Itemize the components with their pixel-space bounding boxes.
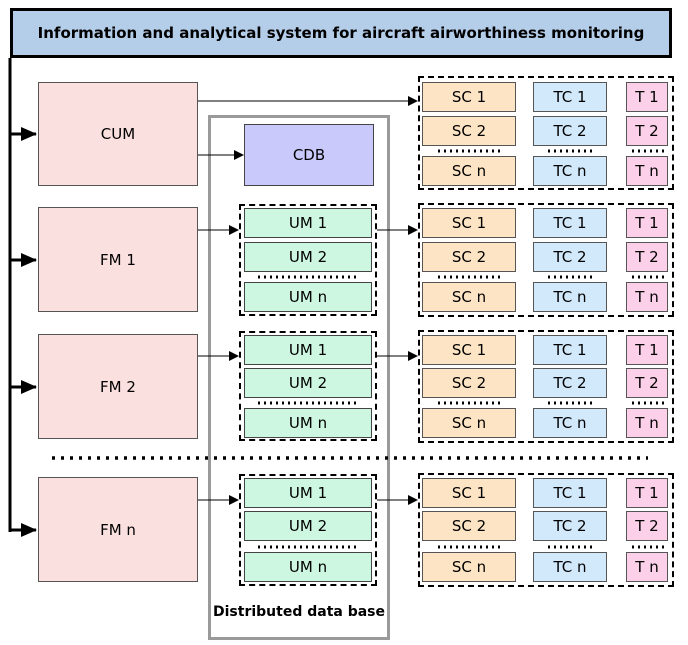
tc2-box: TC 2 <box>533 511 607 541</box>
scn-box: SC n <box>422 156 516 186</box>
t2-box: T 2 <box>626 116 668 146</box>
t1-box: T 1 <box>626 478 668 508</box>
distributed-database-label: Distributed data base <box>213 604 385 620</box>
um-group-fmn <box>239 474 377 586</box>
sc2-box: SC 2 <box>422 116 516 146</box>
ellipsis-dots <box>258 149 664 549</box>
um2-box: UM 2 <box>244 511 372 541</box>
scn-box: SC n <box>422 282 516 312</box>
tc1-box: TC 1 <box>533 335 607 365</box>
sc1-box: SC 1 <box>422 478 516 508</box>
sc-tc-t-group-cum <box>418 76 674 190</box>
sc2-box: SC 2 <box>422 511 516 541</box>
umn-box: UM n <box>244 282 372 312</box>
um2-box: UM 2 <box>244 368 372 398</box>
um2-box: UM 2 <box>244 242 372 272</box>
t1-box: T 1 <box>626 82 668 112</box>
tc1-box: TC 1 <box>533 478 607 508</box>
sc-tc-t-group-fm2 <box>418 330 674 443</box>
scn-box: SC n <box>422 552 516 582</box>
scn-box: SC n <box>422 408 516 438</box>
um1-box: UM 1 <box>244 478 372 508</box>
cdb-box: CDB <box>244 124 374 186</box>
fm1-module: FM 1 <box>38 207 198 312</box>
fm2-module: FM 2 <box>38 334 198 439</box>
diagram-title: Information and analytical system for ai… <box>10 8 672 58</box>
t2-box: T 2 <box>626 242 668 272</box>
um-group-fm1 <box>239 204 377 316</box>
tcn-box: TC n <box>533 552 607 582</box>
tcn-box: TC n <box>533 156 607 186</box>
fmn-module: FM n <box>38 477 198 582</box>
umn-box: UM n <box>244 408 372 438</box>
tn-box: T n <box>626 552 668 582</box>
tc1-box: TC 1 <box>533 82 607 112</box>
tc2-box: TC 2 <box>533 116 607 146</box>
t2-box: T 2 <box>626 511 668 541</box>
tcn-box: TC n <box>533 408 607 438</box>
t1-box: T 1 <box>626 335 668 365</box>
um1-box: UM 1 <box>244 208 372 238</box>
sc2-box: SC 2 <box>422 242 516 272</box>
tc1-box: TC 1 <box>533 208 607 238</box>
sc1-box: SC 1 <box>422 208 516 238</box>
tc2-box: TC 2 <box>533 242 607 272</box>
t1-box: T 1 <box>626 208 668 238</box>
tn-box: T n <box>626 156 668 186</box>
t2-box: T 2 <box>626 368 668 398</box>
tn-box: T n <box>626 282 668 312</box>
tn-box: T n <box>626 408 668 438</box>
sc1-box: SC 1 <box>422 335 516 365</box>
um-group-fm2 <box>239 331 377 441</box>
sc-tc-t-group-fm1 <box>418 203 674 317</box>
sc-tc-t-group-fmn <box>418 473 674 587</box>
sc2-box: SC 2 <box>422 368 516 398</box>
sc1-box: SC 1 <box>422 82 516 112</box>
umn-box: UM n <box>244 552 372 582</box>
distributed-database-frame <box>208 115 390 640</box>
tc2-box: TC 2 <box>533 368 607 398</box>
tcn-box: TC n <box>533 282 607 312</box>
um1-box: UM 1 <box>244 335 372 365</box>
cum-module: CUM <box>38 82 198 186</box>
